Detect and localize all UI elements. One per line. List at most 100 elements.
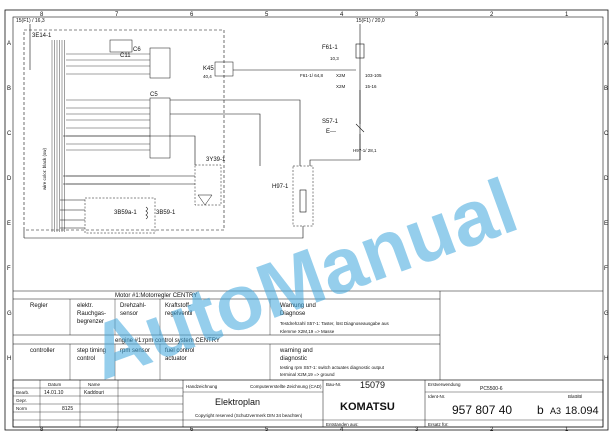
- row-label: F: [7, 266, 11, 272]
- tb-label-gepr: Gepr.: [16, 398, 27, 403]
- column-label: 1: [565, 12, 569, 18]
- fuse-f61-label: F61-1: [322, 45, 338, 51]
- row-label: B: [604, 86, 608, 92]
- ref-top-right: 15(F1) / 20,0: [356, 18, 385, 24]
- tb-label-ident: Ident-Nr.: [428, 394, 445, 399]
- row-label: H: [7, 356, 11, 362]
- legend-header-de: Motor #1:Motorregler CENTRY: [115, 293, 197, 299]
- tb-label-date: Datum: [48, 382, 62, 387]
- tb-title: Elektroplan: [215, 397, 260, 407]
- tb-ident-nr: 957 807 40: [452, 403, 512, 417]
- legend-cell: Kraftstoff-regelventil: [165, 303, 192, 317]
- legend-note-en-1: testing rpm S57-1: switch actuates diagn…: [280, 365, 385, 370]
- connector-c5-label: C5: [150, 92, 158, 98]
- tb-format: A3: [550, 406, 561, 416]
- legend-cell: elektr.Rauchgas-begrenzer: [77, 303, 106, 325]
- brand-logo: KOMATSU: [340, 401, 395, 413]
- fuse-f61-symbol: [355, 43, 365, 59]
- sensor-3b59a-label: 3B59a-1: [114, 210, 137, 216]
- relay-k45-value: 40,4: [203, 74, 212, 79]
- relay-k45-box: [214, 61, 234, 77]
- ref-top-left: 15(F1) / 16,3: [16, 18, 45, 24]
- ref-f61: F61-1/ 64,8: [300, 73, 324, 78]
- tb-type: PC5500-6: [480, 386, 503, 392]
- actuator-3y39-box: [194, 164, 222, 206]
- tb-label-name: Name: [88, 382, 101, 387]
- column-label: 7: [115, 427, 119, 433]
- connector-c6-box: [149, 47, 171, 79]
- tb-label-blatt: Blatt/Bl: [568, 394, 582, 399]
- legend-row-de: Regler elektr.Rauchgas-begrenzer Drehzahl-…: [30, 299, 316, 335]
- tb-label-norm: Norm: [16, 406, 27, 411]
- connector-c11-label: C11: [120, 53, 131, 59]
- actuator-3y39-label: 3Y39-1: [206, 157, 226, 163]
- connector-c5-box: [149, 97, 171, 159]
- row-label: A: [7, 41, 11, 47]
- switch-s57-sub: E---: [326, 129, 336, 135]
- column-label: 5: [265, 12, 269, 18]
- switch-s57-label: S57-1: [322, 119, 339, 125]
- column-label: 5: [265, 427, 269, 433]
- tb-norm-value: 8125: [62, 406, 73, 412]
- row-label: B: [7, 86, 11, 92]
- lamp-h97-symbol: [299, 189, 307, 213]
- relay-k45-label: K45: [203, 66, 214, 72]
- legend-cell: Regler: [30, 303, 48, 309]
- tb-bau-nr: 15079: [360, 380, 385, 390]
- sheet-frame: [4, 9, 609, 431]
- tb-date: 14.01.10: [44, 390, 64, 396]
- column-label: 8: [40, 12, 44, 18]
- terminal-x2m-1: X2M: [336, 73, 346, 78]
- column-label: 2: [490, 12, 494, 18]
- terminal-range-1: 103-105: [365, 73, 382, 78]
- connector-c11-box: [109, 39, 133, 53]
- lamp-h97-box: [292, 165, 314, 227]
- tb-name: Kaddouri: [84, 390, 104, 396]
- column-label: 8: [40, 427, 44, 433]
- wiring-paths-lower: [60, 135, 196, 229]
- row-label: G: [7, 311, 12, 317]
- title-block: [12, 379, 604, 428]
- sensor-coil-symbol: [145, 206, 148, 220]
- tb-label-bearb: Bearb.: [16, 390, 29, 395]
- legend-note-de-1: Testdrehzahl S57-1: Taster, löst Diagnos…: [280, 321, 389, 326]
- row-label: A: [604, 41, 608, 47]
- wiring-paths: [23, 69, 361, 239]
- legend-note-en-2: terminal X2M,19 => ground: [280, 372, 335, 377]
- row-label: D: [7, 176, 12, 182]
- column-label: 3: [415, 427, 419, 433]
- row-label: E: [604, 221, 608, 227]
- tb-copyright: Copyright reserved (Schutzvermerk DIN 34…: [195, 413, 303, 418]
- column-label: 6: [190, 427, 194, 433]
- legend-cell: Drehzahl-sensor: [120, 303, 146, 317]
- terminal-x2m-2: X2M: [336, 84, 346, 89]
- legend-note-de-2: Klemme X2M,19 => Masse: [280, 329, 335, 334]
- ref-h97: H97-1/ 28,1: [353, 148, 377, 153]
- row-label: F: [604, 266, 608, 272]
- legend-header-en: engine #1:rpm control system CENTRY: [115, 338, 220, 344]
- column-label: 1: [565, 427, 569, 433]
- column-label: 4: [340, 427, 344, 433]
- terminal-range-2: 15-16: [365, 84, 377, 89]
- column-label: 2: [490, 427, 494, 433]
- row-label: D: [604, 176, 609, 182]
- row-label: C: [604, 131, 609, 137]
- ecu-box: [23, 29, 225, 231]
- row-label: H: [604, 356, 608, 362]
- lamp-h97-label: H97-1: [272, 184, 289, 190]
- switch-s57-symbol: [355, 118, 365, 140]
- column-label: 3: [415, 12, 419, 18]
- tb-label-ersatz: Ersatz für:: [428, 422, 449, 427]
- tb-label-bau: Bau-Nr.: [326, 382, 341, 387]
- tb-revision: b: [537, 403, 544, 417]
- row-label: E: [7, 221, 11, 227]
- tb-drawn: Handzeichnung: [186, 384, 218, 389]
- connector-c6-label: C6: [133, 47, 141, 53]
- actuator-3y39-symbol: [197, 194, 213, 206]
